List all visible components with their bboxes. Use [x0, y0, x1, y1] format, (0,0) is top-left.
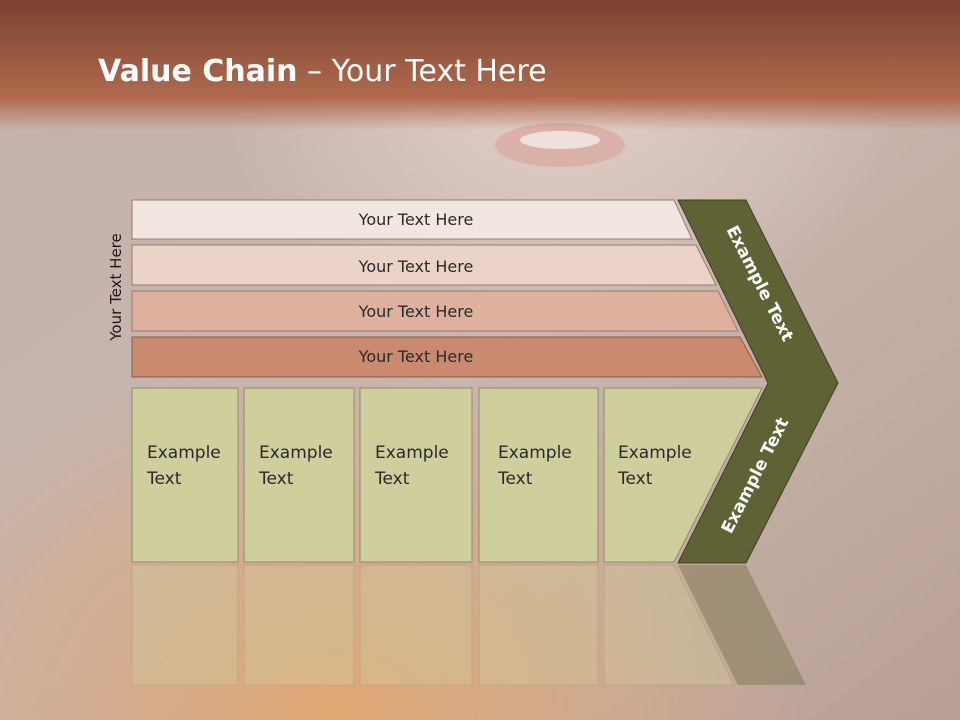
cell-4-box — [478, 387, 599, 563]
cell-5-line2: Text — [617, 469, 653, 489]
reflection-cell-4 — [478, 564, 599, 686]
title-bold: Value Chain — [98, 54, 298, 89]
reflection-chevron — [678, 565, 806, 685]
cell-5-line1: Example — [618, 443, 692, 463]
chevron-arrow: Example Text Example Text — [677, 199, 839, 564]
row-2: Your Text Here — [131, 244, 717, 286]
slide-title: Value Chain – Your Text Here — [98, 54, 547, 89]
row-1-label: Your Text Here — [358, 210, 474, 229]
row-1: Your Text Here — [131, 199, 693, 240]
reflection-cell-2 — [243, 564, 355, 686]
cell-5-box — [603, 387, 763, 563]
cell-4-line1: Example — [498, 443, 572, 463]
cell-4: Example Text — [478, 387, 599, 563]
cell-1-box — [131, 387, 239, 563]
row-1-shape — [131, 199, 693, 240]
row-2-shape — [131, 244, 717, 286]
row-2-label: Your Text Here — [358, 257, 474, 276]
cell-1-line1: Example — [147, 443, 221, 463]
cell-4-line2: Text — [497, 469, 533, 489]
row-4: Your Text Here — [131, 336, 763, 378]
row-3: Your Text Here — [131, 290, 739, 332]
cell-3-line1: Example — [375, 443, 449, 463]
reflection-cell-3 — [359, 564, 473, 686]
row-4-shape — [131, 336, 763, 378]
cell-3: Example Text — [359, 387, 473, 563]
cell-1: Example Text — [131, 387, 239, 563]
chevron-shape — [677, 199, 839, 564]
cell-3-box — [359, 387, 473, 563]
row-3-shape — [131, 290, 739, 332]
diagram-reflection — [131, 564, 806, 686]
reflection-cell-5 — [603, 564, 735, 686]
cell-2: Example Text — [243, 387, 355, 563]
cell-2-line2: Text — [258, 469, 294, 489]
cell-2-box — [243, 387, 355, 563]
cell-3-line2: Text — [374, 469, 410, 489]
title-rest: – Your Text Here — [297, 54, 547, 89]
row-3-label: Your Text Here — [358, 302, 474, 321]
cell-2-line1: Example — [259, 443, 333, 463]
row-4-label: Your Text Here — [358, 347, 474, 366]
cell-5: Example Text — [603, 387, 763, 563]
cell-1-line2: Text — [146, 469, 182, 489]
reflection-cell-1 — [131, 564, 239, 686]
